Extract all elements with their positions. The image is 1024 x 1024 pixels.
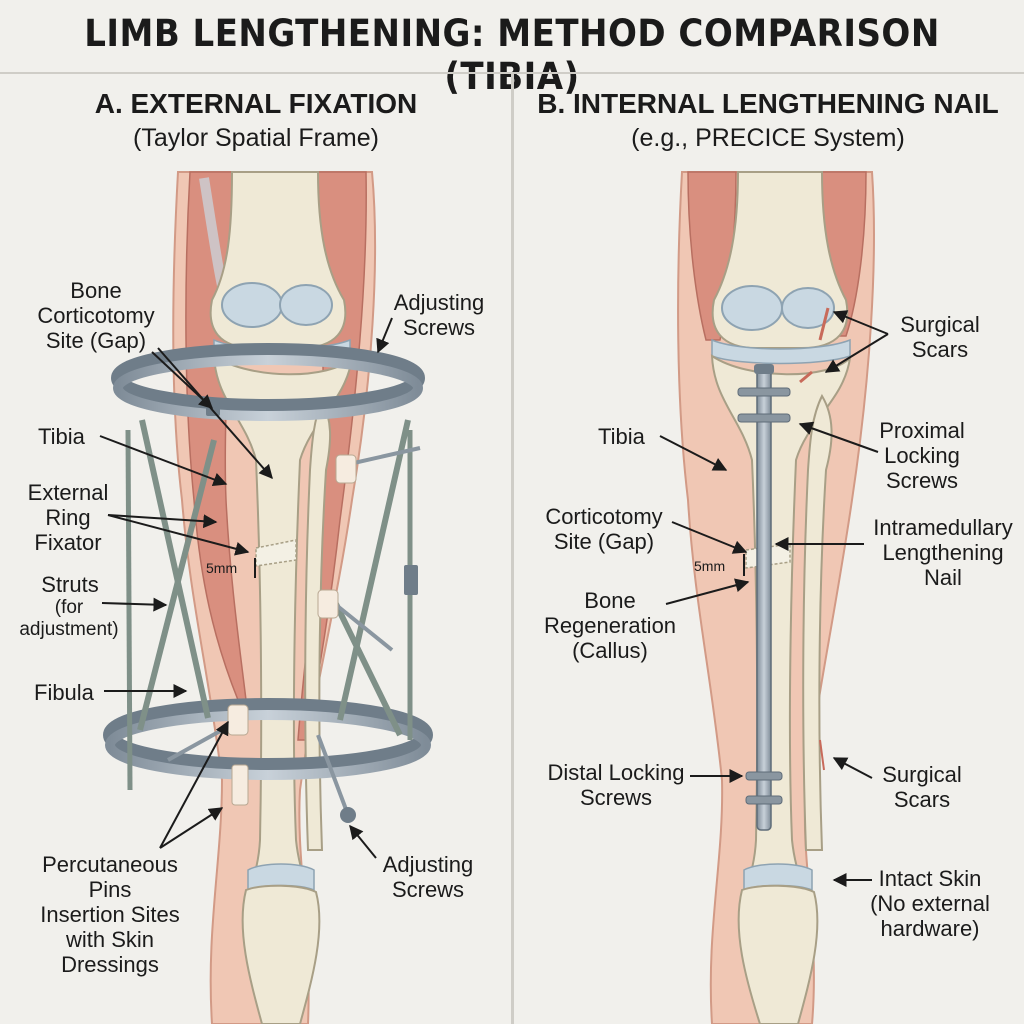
skin-dressing-3 xyxy=(227,704,249,736)
leg-b xyxy=(677,171,875,1024)
proximal-locking-screw-2 xyxy=(737,413,791,423)
label-adjusting-screws-top: Adjusting Screws xyxy=(393,290,485,340)
arrow-fixator-1 xyxy=(107,514,218,529)
label-external-ring-fixator: External Ring Fixator xyxy=(27,480,109,555)
label-struts: Struts xyxy=(41,572,99,597)
label-percutaneous-pins: Percutaneous Pins Insertion Sites with S… xyxy=(40,852,180,977)
label-fibula: Fibula xyxy=(34,680,94,705)
label-tibia-a: Tibia xyxy=(38,424,85,449)
arrow-callus xyxy=(665,578,750,605)
strut-3 xyxy=(337,419,411,721)
arrow-adjusting-bottom xyxy=(349,824,377,859)
label-bone-corticotomy: Bone Corticotomy Site (Gap) xyxy=(37,278,155,353)
panel-divider xyxy=(511,74,514,1024)
strut-4 xyxy=(331,598,403,737)
leg-a-patella xyxy=(221,282,283,328)
arrow-proximal-screws xyxy=(798,421,879,453)
pin-4 xyxy=(316,734,352,821)
skin-dressing-1 xyxy=(335,454,357,484)
arrow-fixator-2 xyxy=(107,514,250,556)
nail-shaft xyxy=(756,367,772,831)
title-rule xyxy=(0,72,1024,74)
distal-locking-screw-2 xyxy=(745,795,783,805)
panel-b-title: B. INTERNAL LENGTHENING NAIL xyxy=(537,88,999,119)
panel-b-subtitle: (e.g., PRECICE System) xyxy=(631,124,905,152)
label-gap-measure-b: 5mm xyxy=(694,558,726,574)
nail-cap xyxy=(754,364,774,374)
fixator-top-ring xyxy=(113,355,423,421)
skin-dressing-4 xyxy=(231,764,249,806)
arrow-adjusting-top xyxy=(376,317,393,354)
label-intramedullary-nail: Intramedullary Lengthening Nail xyxy=(873,515,1013,590)
adjusting-screw-side xyxy=(404,565,418,595)
arrow-tibia xyxy=(99,435,228,487)
leg-b-scar-bottom xyxy=(819,739,825,771)
leg-b-condyle xyxy=(781,287,835,329)
leg-b-fibula xyxy=(802,393,833,851)
label-gap-measure-a: 5mm xyxy=(206,560,238,576)
intramedullary-nail xyxy=(737,364,791,831)
leg-b-patella xyxy=(721,285,783,331)
arrow-scars-bottom xyxy=(832,757,873,779)
arrow-scars-top-2 xyxy=(824,333,889,373)
arrow-pins-2 xyxy=(159,807,224,849)
strut-1 xyxy=(139,419,211,719)
proximal-locking-screw-1 xyxy=(737,387,791,397)
label-surgical-scars-top: Surgical Scars xyxy=(900,312,980,362)
leg-a-fibula xyxy=(304,397,332,851)
fixator-bottom-ring xyxy=(105,710,431,780)
leg-b-knee-cartilage xyxy=(711,338,851,365)
label-bone-regeneration: Bone Regeneration (Callus) xyxy=(543,588,677,663)
adjusting-screw-bottom xyxy=(340,807,356,823)
arrow-scars-top-1 xyxy=(832,310,889,335)
skin-dressing-2 xyxy=(317,589,339,619)
pin-2 xyxy=(328,598,394,652)
label-struts-note: (for adjustment) xyxy=(19,597,119,640)
label-tibia-b: Tibia xyxy=(598,424,645,449)
leg-b-scar-mid xyxy=(799,370,813,384)
label-surgical-scars-bottom: Surgical Scars xyxy=(882,762,962,812)
panel-a-subtitle: (Taylor Spatial Frame) xyxy=(133,124,379,152)
pin-1 xyxy=(344,446,421,467)
fixator-top-ring-back xyxy=(111,343,425,413)
leg-a xyxy=(172,171,377,1024)
leg-b-talus xyxy=(737,884,819,1024)
fixator-bottom-ring-back xyxy=(103,698,433,772)
panel-b-leader-lines xyxy=(659,310,889,887)
external-fixator xyxy=(103,343,433,823)
arrow-pins-1 xyxy=(159,720,229,849)
leg-b-scar-top xyxy=(818,307,830,341)
arrow-corticotomy-b xyxy=(671,521,748,554)
label-corticotomy-site: Corticotomy Site (Gap) xyxy=(545,504,663,554)
panel-a-leader-lines xyxy=(99,317,393,859)
strut-6 xyxy=(125,429,133,791)
label-proximal-locking-screws: Proximal Locking Screws xyxy=(879,418,965,493)
strut-2 xyxy=(137,439,217,731)
distal-locking-screw-1 xyxy=(745,771,783,781)
arrow-bone-corticotomy-2 xyxy=(157,347,273,480)
panel-a-title: A. EXTERNAL FIXATION xyxy=(94,88,418,119)
leg-a-condyle xyxy=(279,284,333,326)
label-distal-locking-screws: Distal Locking Screws xyxy=(547,760,685,810)
arrow-struts xyxy=(101,597,168,612)
leg-a-talus xyxy=(241,884,321,1024)
label-adjusting-screws-bottom: Adjusting Screws xyxy=(382,852,474,902)
arrow-tibia-b xyxy=(659,435,728,471)
label-intact-skin: Intact Skin (No external hardware) xyxy=(870,866,990,941)
